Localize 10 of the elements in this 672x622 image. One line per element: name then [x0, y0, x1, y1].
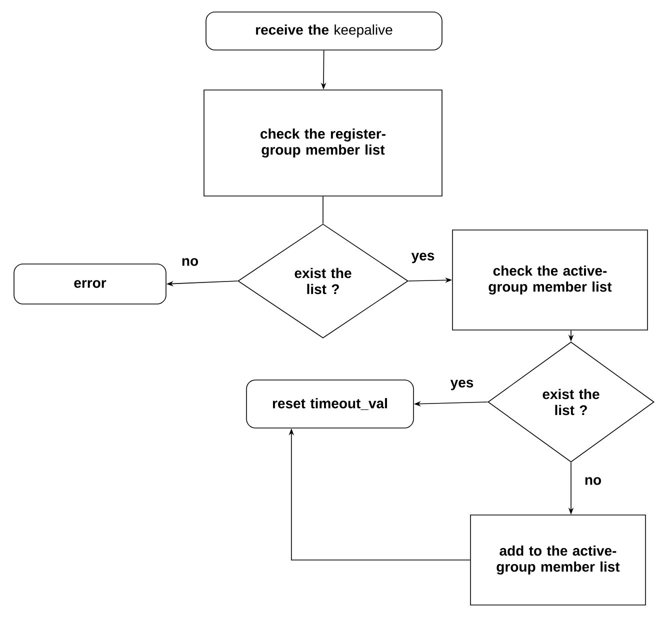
- edge-label: yes: [410, 252, 436, 264]
- edge-label: yes: [449, 378, 475, 392]
- process-box: check the register-group member list: [204, 90, 442, 196]
- process-box: add to the active-group member list: [470, 514, 646, 606]
- edge-label: no: [180, 257, 200, 267]
- start-box: receive the keepalive: [206, 12, 442, 50]
- end-box: reset timeout_val: [246, 380, 414, 428]
- end-box: error: [14, 264, 166, 304]
- edge-label: no: [583, 476, 603, 486]
- process-box: check the active-group member list: [452, 230, 648, 330]
